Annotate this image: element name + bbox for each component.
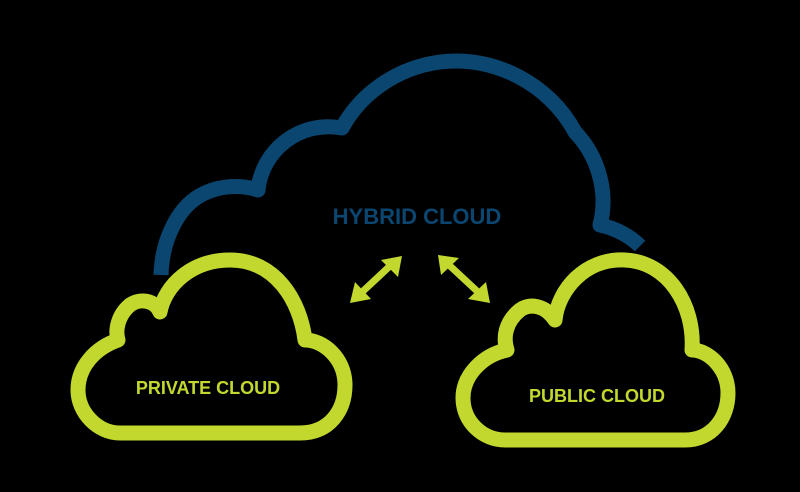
private-cloud-outline — [70, 252, 353, 441]
arrow-shaft — [358, 262, 394, 296]
hybrid-cloud-label: HYBRID CLOUD — [333, 204, 502, 229]
arrowhead-up-left-icon — [438, 255, 459, 275]
arrow-hybrid-public — [438, 255, 490, 303]
private-cloud-label: PRIVATE CLOUD — [136, 378, 280, 398]
arrowhead-up-right-icon — [381, 256, 402, 277]
arrowhead-down-left-icon — [350, 282, 371, 303]
public-cloud-outline — [455, 252, 736, 448]
arrow-hybrid-private — [350, 256, 402, 303]
arrow-shaft — [446, 262, 481, 295]
arrowhead-down-right-icon — [468, 282, 490, 303]
hybrid-cloud-outline — [153, 53, 646, 276]
public-cloud-label: PUBLIC CLOUD — [529, 386, 665, 406]
